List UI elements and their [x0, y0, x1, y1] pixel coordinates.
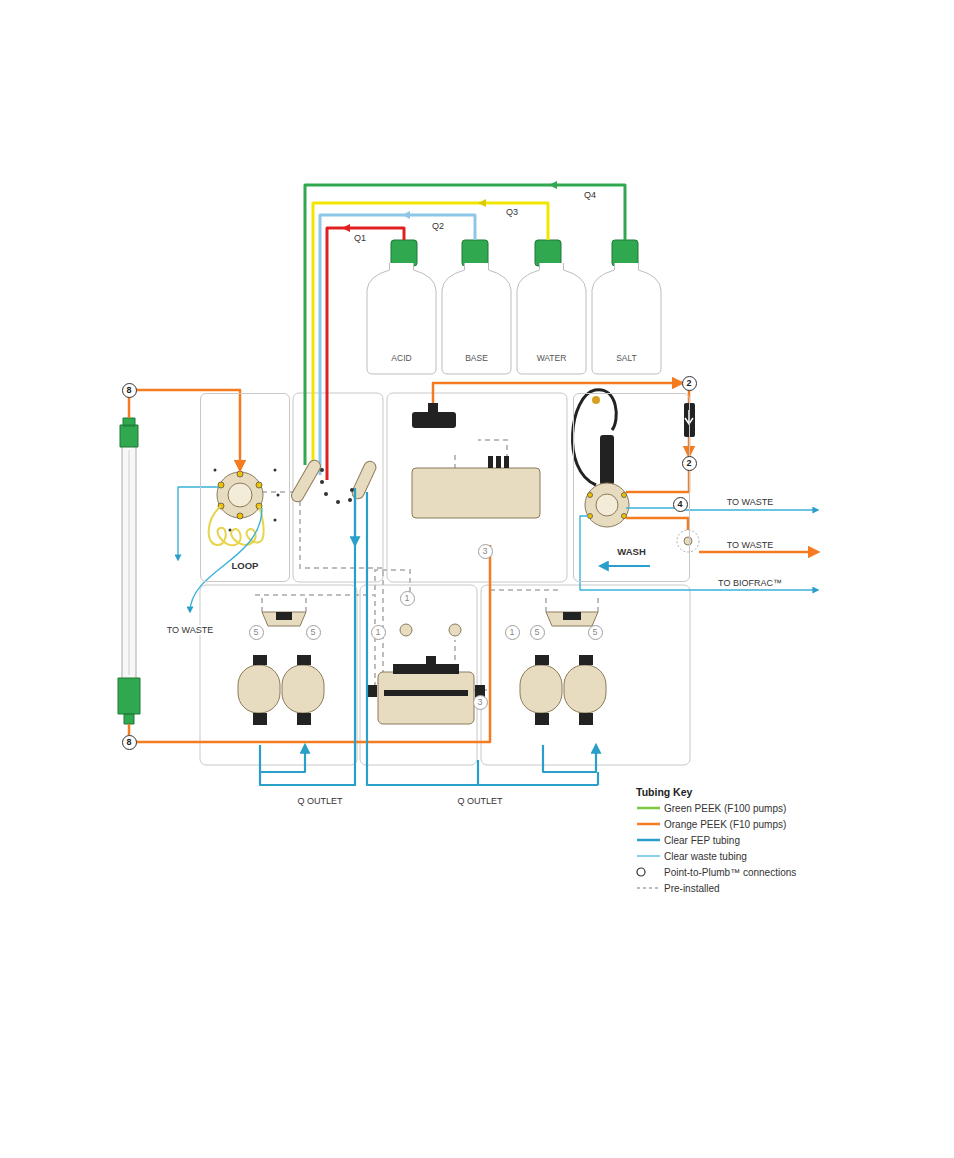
callout-number: 4 [673, 497, 688, 512]
legend-text: Clear waste tubing [664, 851, 747, 862]
waste-tubing [178, 487, 818, 612]
callout-number: 2 [682, 376, 697, 391]
tubing-label: Q3 [505, 207, 519, 217]
callout-number: 1 [400, 591, 415, 606]
legend-sample [636, 802, 664, 814]
callout-number: 3 [473, 695, 488, 710]
flow-arrows [342, 181, 557, 232]
legend-row: Green PEEK (F100 pumps) [636, 800, 796, 816]
bottle-label: WATER [537, 353, 567, 363]
tubing-label: Q OUTLET [456, 796, 503, 806]
tubing-label: Q4 [583, 190, 597, 200]
callout-number: 8 [122, 383, 137, 398]
pressure-sensor [412, 403, 540, 518]
bottle-label: SALT [616, 353, 637, 363]
module-panel: LOOP [200, 393, 290, 582]
legend-row: Point-to-Plumb™ connections [636, 864, 796, 880]
tubing-label: Q OUTLET [296, 796, 343, 806]
legend-heading: Tubing Key [636, 786, 796, 798]
reagent-bottle: ACID [365, 262, 438, 375]
column [118, 418, 140, 724]
panel-label: LOOP [232, 560, 259, 571]
module-panels [200, 393, 690, 765]
loop-valve [209, 469, 280, 546]
callout-number: 2 [682, 456, 697, 471]
callout-number: 5 [530, 625, 545, 640]
orange-peek-tubing [129, 383, 818, 742]
callout-number: 8 [122, 735, 137, 750]
bottle-label: BASE [465, 353, 488, 363]
callout-number: 3 [478, 544, 493, 559]
tubing-label: TO WASTE [726, 540, 775, 550]
callout-number: 1 [371, 625, 386, 640]
legend-row: Clear FEP tubing [636, 832, 796, 848]
tubing-label: TO WASTE [166, 625, 215, 635]
reagent-bottle: BASE [440, 262, 513, 375]
legend-row: Orange PEEK (F10 pumps) [636, 816, 796, 832]
mixer [367, 624, 485, 724]
bottle-caps [391, 240, 638, 266]
callout-number: 5 [588, 625, 603, 640]
reagent-bottle: WATER [515, 262, 588, 375]
legend-sample [636, 818, 664, 830]
legend-text: Orange PEEK (F10 pumps) [664, 819, 786, 830]
legend-sample [636, 866, 664, 878]
legend-sample [636, 834, 664, 846]
legend-row: Pre-installed [636, 880, 796, 896]
tubing-label: Q1 [353, 233, 367, 243]
legend-text: Pre-installed [664, 883, 720, 894]
legend-text: Point-to-Plumb™ connections [664, 867, 796, 878]
outlet-valve [573, 390, 699, 552]
fep-tubing [260, 488, 650, 785]
tubing-label: Q2 [431, 221, 445, 231]
tubing-legend: Tubing KeyGreen PEEK (F100 pumps) Orange … [636, 786, 796, 896]
reagent-bottle: SALT [590, 262, 663, 375]
legend-text: Green PEEK (F100 pumps) [664, 803, 786, 814]
pump-heads [238, 612, 606, 725]
callout-number: 1 [505, 625, 520, 640]
pre-installed-tubing [255, 440, 598, 690]
legend-sample [636, 882, 664, 894]
inlet-valves [289, 458, 378, 504]
tubing-label: TO BIOFRAC™ [717, 578, 783, 588]
module-panel: WASH [573, 393, 690, 582]
legend-row: Clear waste tubing [636, 848, 796, 864]
inlet-tubing [305, 185, 625, 480]
bottle-label: ACID [391, 353, 411, 363]
callout-number: 5 [249, 625, 264, 640]
callout-number: 5 [306, 625, 321, 640]
legend-text: Clear FEP tubing [664, 835, 740, 846]
panel-label: WASH [617, 546, 646, 557]
legend-sample [636, 850, 664, 862]
tubing-label: TO WASTE [726, 497, 775, 507]
